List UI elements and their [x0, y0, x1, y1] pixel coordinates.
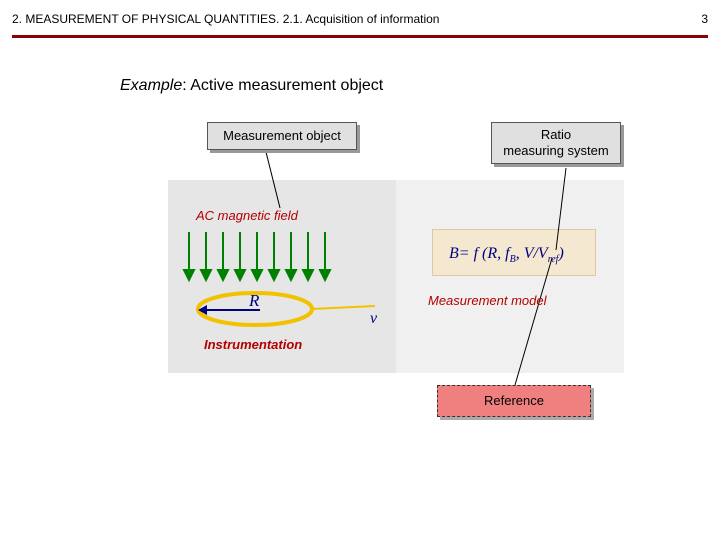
formula-lhs: B [449, 245, 459, 262]
page-number: 3 [701, 12, 708, 26]
ac-magnetic-field-label: AC magnetic field [196, 208, 298, 223]
ratio-measuring-system-box: Ratio measuring system [491, 122, 621, 164]
formula-mid: , V/V [515, 245, 548, 262]
ratio-line-1: Ratio [540, 127, 572, 142]
model-panel [396, 180, 624, 373]
field-arrows [182, 232, 332, 283]
formula-box [432, 229, 596, 276]
reference-box: Reference [437, 385, 591, 417]
measurement-formula: B= f (R, fB, V/Vref) [449, 245, 564, 265]
radius-arrowhead [198, 305, 207, 315]
voltage-symbol: v [370, 310, 378, 327]
formula-end: ) [558, 245, 564, 262]
slide-header-title: 2. MEASUREMENT OF PHYSICAL QUANTITIES. 2… [12, 12, 440, 26]
example-text: : Active measurement object [182, 77, 384, 94]
ratio-line-2: measuring system [503, 143, 609, 158]
header-rule [12, 35, 708, 38]
coil-lead [310, 305, 376, 310]
instrumentation-label: Instrumentation [204, 337, 303, 352]
example-label: Example [120, 77, 183, 94]
example-heading: Example: Active measurement object [120, 77, 383, 95]
pointer-reference [514, 257, 553, 386]
formula-sub-ref: ref [547, 254, 559, 266]
pointer-object [264, 147, 281, 209]
formula-eq: = f (R, f [458, 245, 510, 262]
measurement-object-box: Measurement object [207, 122, 357, 150]
pointer-ratio [555, 167, 567, 251]
radius-symbol: R [249, 291, 260, 310]
formula-sub-b: B [509, 254, 516, 266]
measurement-model-label: Measurement model [428, 293, 547, 308]
